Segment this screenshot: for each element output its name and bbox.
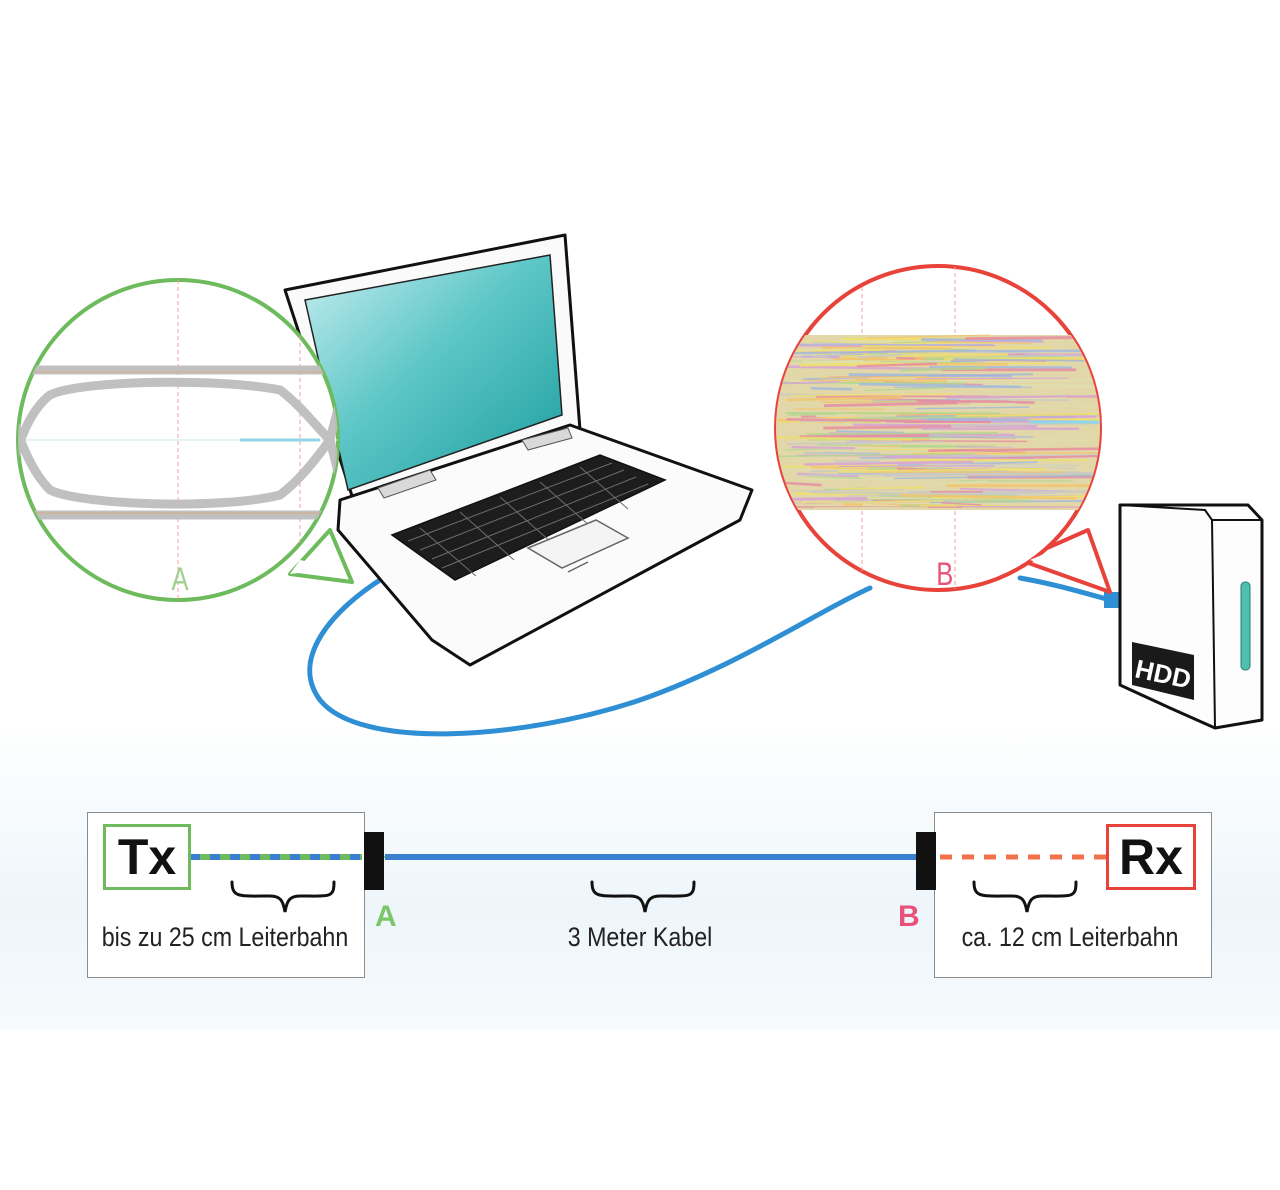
noise-trace [914,377,1069,380]
noise-trace [823,425,952,430]
noise-trace [801,500,944,504]
noise-trace [864,386,946,392]
noise-trace [786,418,991,424]
noise-trace [838,465,995,468]
noise-trace [791,347,865,352]
noise-trace [858,414,967,419]
noise-trace [915,406,1030,410]
noise-trace [929,365,1073,369]
noise-trace [806,340,900,345]
hdd-led-strip [1240,581,1251,671]
noise-trace [799,362,900,367]
caption-left: bis zu 25 cm Leiterbahn [101,922,349,952]
bubble-b-label: B [936,557,953,592]
noise-trace [777,436,912,441]
point-a-label: A [375,900,397,933]
noise-trace [791,446,856,450]
noise-trace [961,398,1069,402]
hdd-enclosure: HDD [1118,503,1264,730]
noise-trace [782,468,828,472]
tx-label: Tx [103,824,191,890]
noise-trace [811,386,853,391]
noise-trace [944,404,1100,408]
noise-trace [784,349,976,355]
noise-trace [856,362,938,368]
noise-trace [846,492,1055,497]
noise-trace [819,375,927,379]
noise-trace [955,412,1100,418]
point-b-label: B [898,900,920,933]
noise-trace [948,499,1030,504]
eye-pattern-open [18,365,338,520]
noise-trace [820,440,942,445]
noise-trace [953,358,1085,362]
noise-trace [867,334,990,339]
connector-a [364,832,384,890]
noise-trace [916,399,1035,404]
noise-trace [899,366,987,372]
eye-diagram-bubble-b: B [774,264,1112,594]
speaker-left [377,469,437,499]
caption-right: ca. 12 cm Leiterbahn [961,922,1179,952]
noise-trace [776,452,974,458]
noise-trace [957,505,1090,508]
noise-trace [821,400,924,403]
noise-trace [804,460,974,466]
laptop-trackpad [526,519,630,569]
noise-trace [799,433,929,439]
noise-trace [940,502,982,506]
noise-trace [965,335,1100,341]
noise-trace [928,447,1100,452]
noise-trace [776,496,868,501]
noise-trace [900,494,1077,500]
rx-label: Rx [1106,824,1196,890]
noise-trace [859,382,1022,389]
noise-trace [894,474,1100,480]
noise-trace [862,345,1051,349]
noise-trace [817,444,997,447]
noise-trace [921,338,1043,343]
noise-trace [955,350,1039,355]
connector-b [916,832,936,890]
noise-trace [839,467,1047,473]
noise-trace [824,401,971,408]
usb-cable [307,572,873,737]
usb-plug [1104,592,1120,608]
noise-trace [936,341,1032,345]
noise-trace [808,476,863,480]
laptop-keyboard [390,454,667,581]
laptop [283,233,754,667]
noise-trace [931,480,988,485]
noise-trace [806,432,998,436]
noise-trace [885,455,1034,460]
caption-middle: 3 Meter Kabel [567,922,713,952]
noise-trace [790,393,955,397]
noise-trace [788,412,837,416]
noise-trace [805,360,881,365]
eye-diagram-bubble-a: A [16,278,354,602]
noise-trace [790,488,904,492]
bubble-a-label: A [171,562,189,597]
noise-trace [836,430,904,434]
noise-trace [946,394,1100,399]
noise-trace [950,421,1100,427]
noise-trace [898,461,1038,466]
speaker-right [521,427,573,451]
brace-middle [590,880,696,913]
noise-trace [853,378,948,382]
noise-trace [858,353,902,359]
noise-trace [786,395,903,402]
noise-trace [926,418,1029,422]
noise-trace [838,486,924,490]
noise-trace [923,437,1091,441]
